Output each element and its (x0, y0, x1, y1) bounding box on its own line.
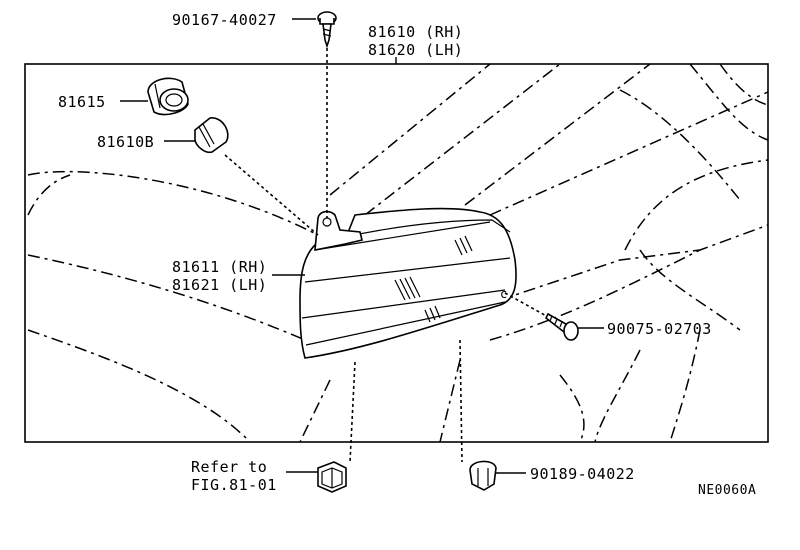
figure-code: NE0060A (698, 483, 756, 498)
screw-right-icon (544, 312, 579, 341)
clip-refer-icon (317, 461, 347, 493)
bulb-icon (194, 117, 229, 154)
vehicle-body-outline (27, 63, 769, 443)
lens-hatching (394, 235, 473, 323)
screw-top-icon (317, 11, 337, 49)
label-socket: 81615 (58, 93, 106, 111)
clip-icon (469, 460, 497, 491)
label-refer-line1: Refer to (191, 458, 267, 476)
label-clip: 90189-04022 (530, 465, 635, 483)
turn-signal-lamp: c (299, 207, 517, 359)
bulb-socket-icon (147, 77, 189, 116)
label-screw-right: 90075-02703 (607, 320, 712, 338)
label-screw-top: 90167-40027 (172, 11, 277, 29)
label-lamp-lh: 81620 (LH) (368, 41, 463, 59)
leader-lines (120, 18, 604, 474)
assembly-lines (224, 48, 551, 463)
svg-text:c: c (500, 287, 508, 301)
label-lens-rh: 81611 (RH) (172, 258, 267, 276)
label-lens-lh: 81621 (LH) (172, 276, 267, 294)
label-bulb: 81610B (97, 133, 154, 151)
label-refer-line2: FIG.81-01 (191, 476, 277, 494)
label-lamp-rh: 81610 (RH) (368, 23, 463, 41)
